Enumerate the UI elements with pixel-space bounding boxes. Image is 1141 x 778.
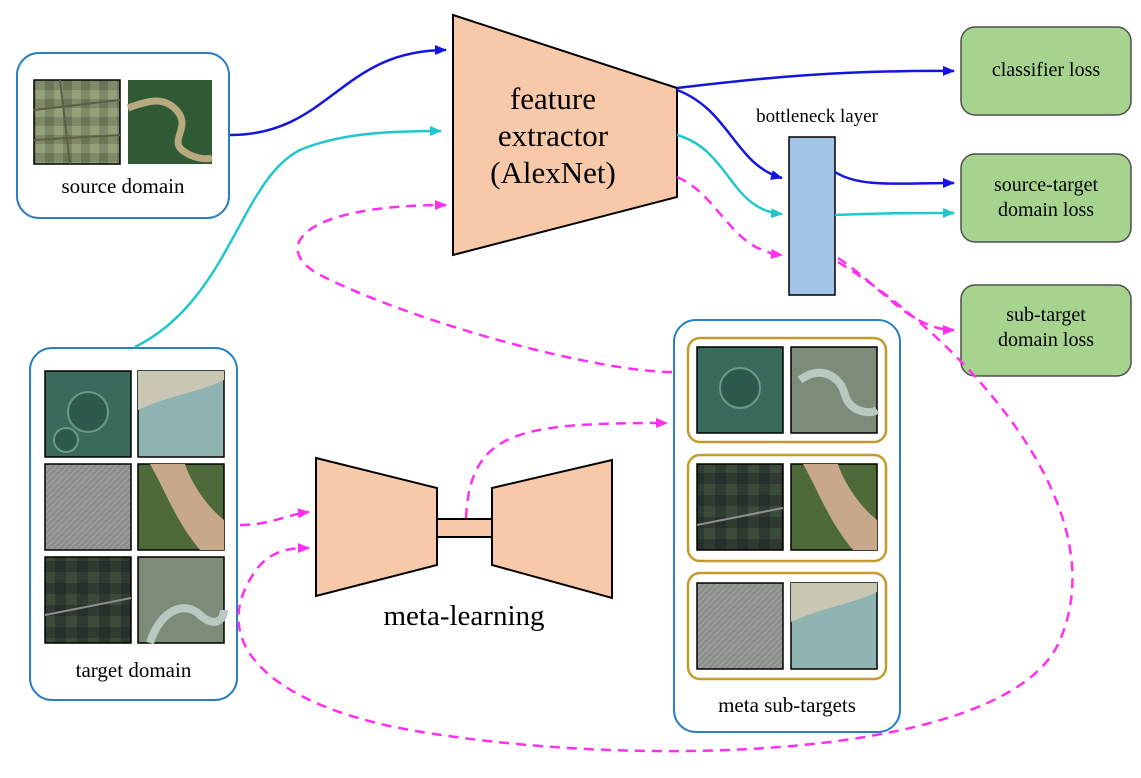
arrow-extractor-to-classifier [676, 65, 955, 90]
source-image-farmland [33, 79, 121, 165]
source-domain-label: source domain [61, 174, 185, 198]
meta-sub-targets-label: meta sub-targets [718, 693, 856, 717]
meta-sub-targets-box [673, 319, 901, 733]
sub-target-loss-line-2: domain loss [997, 329, 1095, 351]
feature-extractor-shape [452, 13, 678, 257]
sub-target-loss-line-1: sub-target [1006, 304, 1086, 326]
target-image-circular-fields [44, 370, 132, 458]
arrow-subtargets-to-extractor [296, 200, 673, 374]
sub-target-group-3 [686, 571, 888, 681]
sub-target-loss-box [960, 284, 1132, 377]
bottleneck-layer-bar [788, 136, 836, 296]
sub-target-image-gray-field [696, 582, 784, 670]
source-domain-box [16, 52, 230, 219]
bottleneck-layer-label: bottleneck layer [756, 106, 878, 127]
target-image-dark-farmland [44, 556, 132, 644]
arrow-bottleneck-to-st-loss-blue [834, 170, 955, 189]
feature-extractor-line-2: extractor [497, 118, 609, 153]
feature-extractor-line-1: feature [509, 81, 597, 116]
sub-target-loss-label: sub-target domain loss [961, 303, 1131, 353]
arrow-bottleneck-to-sub-target-loss [837, 256, 955, 335]
arrow-extractor-to-bottleneck-meta [676, 175, 783, 259]
arrow-source-to-extractor [229, 45, 447, 137]
sub-target-image-dark-farmland [696, 463, 784, 551]
sub-target-group-1 [686, 336, 888, 444]
target-image-gray-field [44, 463, 132, 551]
source-target-loss-line-2: domain loss [997, 199, 1095, 221]
classifier-loss-label: classifier loss [991, 59, 1101, 81]
source-target-loss-box [960, 153, 1132, 243]
meta-learning-network [315, 456, 613, 600]
arrow-extractor-to-bottleneck-blue [676, 88, 783, 180]
feature-extractor-label: feature extractor (AlexNet) [453, 80, 653, 191]
source-target-loss-line-1: source-target [993, 174, 1099, 196]
sub-target-group-2 [686, 453, 888, 563]
arrow-extractor-to-bottleneck-cyan [676, 133, 783, 219]
arrow-target-to-extractor [134, 126, 442, 349]
arrow-bottleneck-to-st-loss-cyan [834, 208, 955, 219]
arrow-bottleneck-to-meta-learning [237, 260, 1074, 753]
target-domain-label: target domain [75, 658, 192, 682]
target-image-sandbank-river [137, 463, 225, 551]
sub-target-image-town-river [790, 346, 878, 434]
arrow-target-to-meta-learning [239, 508, 310, 527]
meta-learning-label: meta-learning [383, 600, 545, 632]
target-image-riverbank [137, 370, 225, 458]
classifier-loss-box [960, 26, 1132, 116]
source-target-loss-label: source-target domain loss [961, 173, 1131, 223]
feature-extractor-line-3: (AlexNet) [490, 155, 616, 190]
target-image-town-river [137, 556, 228, 645]
target-domain-box [29, 347, 238, 701]
source-image-river [126, 80, 213, 164]
